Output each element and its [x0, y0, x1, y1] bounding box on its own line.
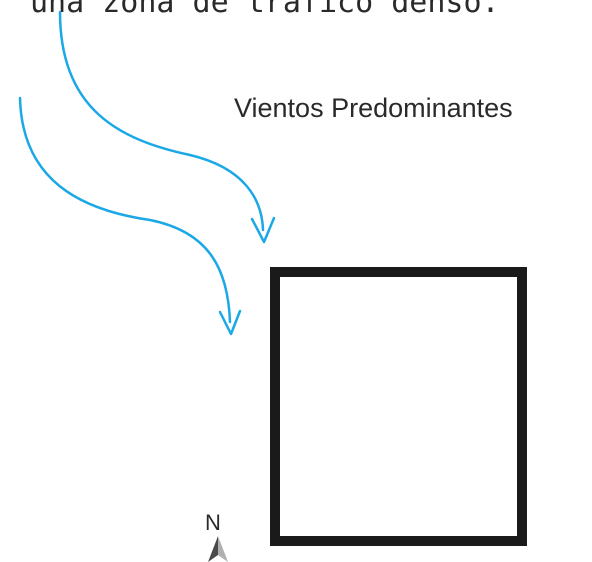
- north-label: N: [205, 510, 221, 535]
- top-cutoff-text: una zona de tráfico denso.: [30, 0, 500, 20]
- wind-arrow-upper-icon: [58, 10, 276, 244]
- north-arrow-icon: [208, 536, 228, 562]
- wind-label: Vientos Predominantes: [234, 93, 513, 123]
- wind-arrow-lower-icon: [18, 96, 242, 336]
- site-rectangle: [270, 267, 527, 546]
